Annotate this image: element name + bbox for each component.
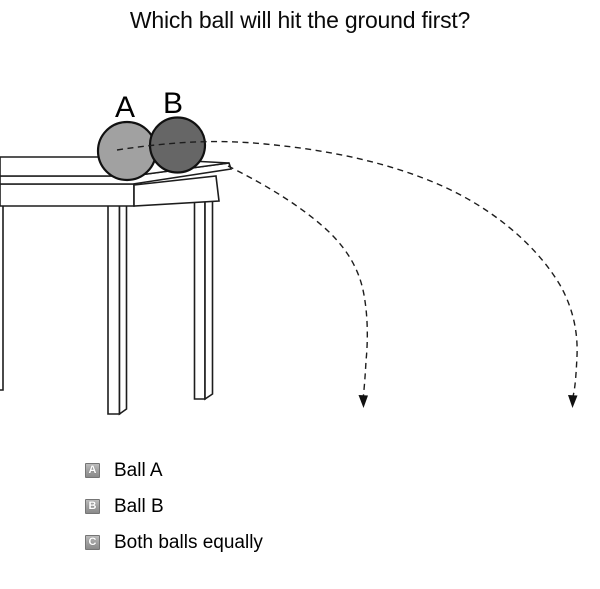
table-leg-left-front-face [107, 197, 121, 415]
table-apron-right-end [133, 175, 220, 207]
table-leg-right-side-face [204, 189, 214, 401]
table-leg-far-left [0, 192, 4, 391]
arrowhead-ball-b-path [568, 395, 578, 408]
ball-a [96, 120, 158, 182]
table-apron-front [0, 183, 135, 207]
arrowhead-ball-a-path [358, 395, 368, 408]
ball-b [148, 116, 207, 174]
trajectory-arc-ball-a [227, 165, 369, 401]
option-c-badge[interactable]: C [85, 535, 100, 550]
option-row-c[interactable]: C Both balls equally [85, 531, 263, 553]
ball-a-label: A [115, 91, 135, 124]
question-title: Which ball will hit the ground first? [129, 7, 471, 33]
table-leg-right-front-face [193, 189, 206, 400]
table-leg-left-side-face [118, 197, 128, 416]
ball-b-label: B [163, 87, 183, 120]
option-a-label: Ball A [114, 459, 163, 481]
answer-options: A Ball A B Ball B C Both balls equally [85, 459, 263, 570]
option-a-badge[interactable]: A [85, 463, 100, 478]
trajectory-arc-ball-b [116, 140, 578, 401]
option-b-badge[interactable]: B [85, 499, 100, 514]
option-b-label: Ball B [114, 495, 164, 517]
option-row-a[interactable]: A Ball A [85, 459, 263, 481]
option-row-b[interactable]: B Ball B [85, 495, 263, 517]
option-c-label: Both balls equally [114, 531, 263, 553]
